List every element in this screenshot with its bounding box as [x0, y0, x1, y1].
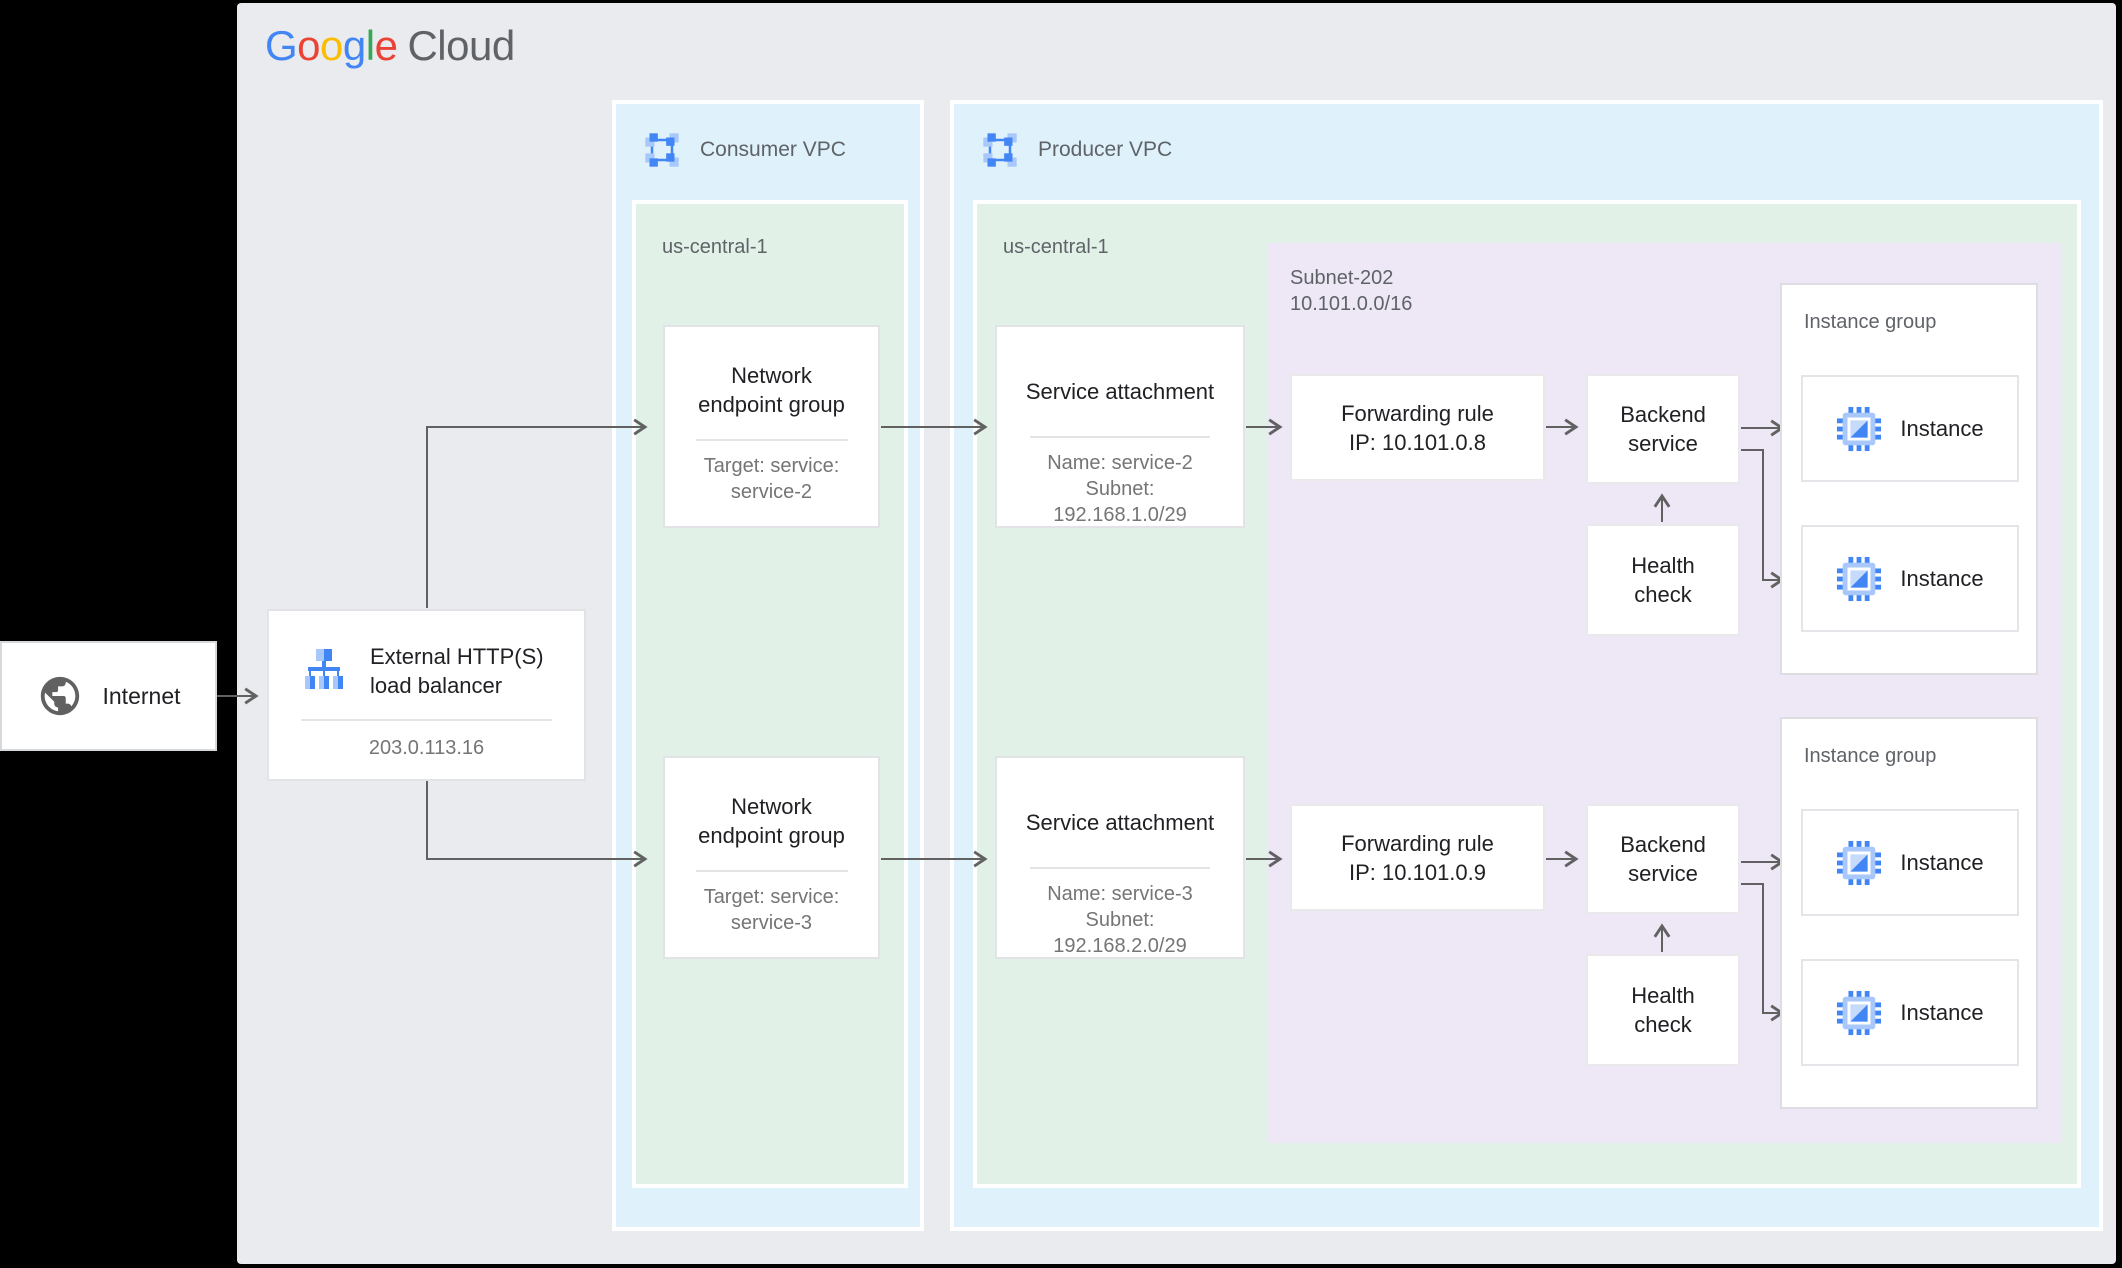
logo-letter: G: [265, 22, 298, 69]
service-attachment-title: Service attachment: [1025, 810, 1215, 835]
service-attachment-detail-line: 192.168.2.0/29: [1053, 935, 1187, 957]
instance-label: Instance: [1900, 1000, 1984, 1025]
consumer-vpc-header: Consumer VPC: [642, 130, 846, 170]
instance-group-1: Instance group Instance: [1780, 283, 2038, 675]
compute-instance-icon: [1837, 840, 1882, 885]
neg-title-line: Network: [731, 363, 812, 388]
subnet-label: Subnet-202 10.101.0.0/16: [1290, 265, 1412, 317]
neg-target-line: service-2: [730, 481, 813, 503]
instance-node: Instance: [1801, 525, 2019, 632]
instance-node: Instance: [1801, 809, 2019, 916]
region-label: us-central-1: [662, 236, 768, 258]
service-attachment-detail-line: Subnet:: [1085, 909, 1155, 931]
service-attachment-detail: Name: service-3 Subnet: 192.168.2.0/29: [997, 881, 1243, 959]
neg-title-line: endpoint group: [698, 823, 845, 848]
forwarding-rule-line: Forwarding rule: [1341, 830, 1494, 856]
subnet-cidr: 10.101.0.0/16: [1290, 293, 1413, 315]
region-label: us-central-1: [1003, 236, 1109, 258]
load-balancer-ip: 203.0.113.16: [368, 737, 485, 759]
vpc-network-icon: [645, 133, 679, 167]
forwarding-rule-2: Forwarding rule IP: 10.101.0.9: [1290, 804, 1545, 911]
load-balancer-title-line: load balancer: [370, 673, 503, 698]
divider: [695, 870, 848, 872]
backend-service-2: Backend service: [1586, 804, 1740, 914]
instance-label: Instance: [1900, 416, 1984, 441]
instance-group-label: Instance group: [1804, 745, 1937, 767]
neg-target-line: service-3: [730, 912, 813, 934]
external-https-load-balancer-node: External HTTP(S) load balancer 203.0.113…: [267, 609, 586, 781]
logo-letter: o: [297, 22, 321, 69]
load-balancer-title: External HTTP(S) load balancer: [370, 642, 544, 700]
backend-service-1: Backend service: [1586, 374, 1740, 484]
neg-title-line: Network: [731, 794, 812, 819]
service-attachment-detail: Name: service-2 Subnet: 192.168.1.0/29: [997, 450, 1243, 528]
divider: [301, 719, 552, 721]
logo-cloud-text: Cloud: [407, 22, 515, 69]
divider: [1030, 867, 1210, 869]
backend-service-line: service: [1628, 431, 1698, 456]
logo-letter: e: [374, 22, 398, 69]
forwarding-rule-1: Forwarding rule IP: 10.101.0.8: [1290, 374, 1545, 481]
network-endpoint-group-1: Network endpoint group Target: service: …: [663, 325, 880, 528]
backend-service-line: service: [1628, 861, 1698, 886]
instance-label: Instance: [1900, 566, 1984, 591]
internet-label: Internet: [102, 682, 181, 709]
divider: [1030, 436, 1210, 438]
instance-group-2: Instance group Instance: [1780, 717, 2038, 1109]
health-check-line: Health: [1631, 553, 1695, 578]
neg-target: Target: service: service-2: [665, 453, 878, 505]
health-check-line: check: [1634, 582, 1692, 607]
service-attachment-detail-line: 192.168.1.0/29: [1053, 504, 1187, 526]
backend-service-line: Backend: [1620, 402, 1706, 427]
health-check-line: Health: [1631, 983, 1695, 1008]
logo-letter: g: [342, 22, 366, 69]
instance-node: Instance: [1801, 959, 2019, 1066]
forwarding-rule-line: IP: 10.101.0.8: [1349, 429, 1486, 455]
network-endpoint-group-2: Network endpoint group Target: service: …: [663, 756, 880, 959]
load-balancer-title-line: External HTTP(S): [370, 644, 544, 669]
logo-letter: l: [365, 22, 375, 69]
health-check-2: Health check: [1586, 954, 1740, 1066]
forwarding-rule-line: IP: 10.101.0.9: [1349, 859, 1486, 885]
globe-icon: [40, 676, 79, 716]
forwarding-rule-line: Forwarding rule: [1341, 400, 1494, 426]
service-attachment-title: Service attachment: [1025, 379, 1215, 404]
neg-title: Network endpoint group: [665, 792, 878, 850]
producer-vpc-label: Producer VPC: [1038, 138, 1173, 161]
neg-title-line: endpoint group: [698, 392, 845, 417]
vpc-network-icon: [983, 133, 1017, 167]
logo-letter: o: [320, 22, 343, 69]
instance-label: Instance: [1900, 850, 1984, 875]
instance-group-label: Instance group: [1804, 311, 1937, 333]
neg-target-line: Target: service:: [703, 886, 840, 908]
producer-vpc-header: Producer VPC: [980, 130, 1172, 170]
health-check-line: check: [1634, 1012, 1692, 1037]
neg-title: Network endpoint group: [665, 361, 878, 419]
service-attachment-detail-line: Subnet:: [1085, 478, 1155, 500]
backend-service-line: Backend: [1620, 832, 1706, 857]
subnet-name: Subnet-202: [1290, 267, 1394, 289]
neg-target: Target: service: service-3: [665, 884, 878, 936]
internet-node: Internet: [0, 641, 217, 751]
compute-instance-icon: [1837, 556, 1882, 601]
load-balancer-icon: [305, 649, 343, 689]
compute-instance-icon: [1837, 406, 1882, 451]
divider: [695, 439, 848, 441]
service-attachment-detail-line: Name: service-3: [1047, 883, 1193, 905]
service-attachment-2: Service attachment Name: service-3 Subne…: [995, 756, 1245, 959]
neg-target-line: Target: service:: [703, 455, 840, 477]
consumer-vpc-label: Consumer VPC: [700, 138, 846, 161]
health-check-1: Health check: [1586, 524, 1740, 636]
service-attachment-1: Service attachment Name: service-2 Subne…: [995, 325, 1245, 528]
instance-node: Instance: [1801, 375, 2019, 482]
service-attachment-detail-line: Name: service-2: [1047, 452, 1193, 474]
compute-instance-icon: [1837, 990, 1882, 1035]
